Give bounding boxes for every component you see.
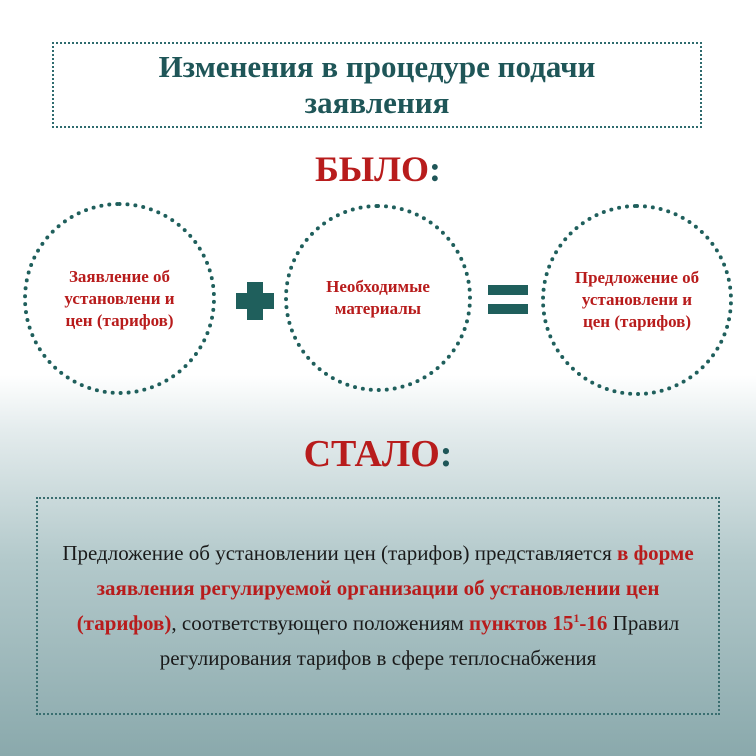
equals-icon — [488, 285, 528, 295]
after-heading-colon: : — [439, 433, 453, 475]
page-title: Изменения в процедуре подачи заявления — [158, 49, 596, 120]
after-text-part3: Правил регулирования тарифов в сфере теп… — [159, 611, 680, 670]
after-description-box: Предложение об установлении цен (тарифов… — [36, 497, 720, 715]
circle-proposal: Предложение об установлени и цен (тарифо… — [541, 204, 733, 396]
after-text-part2: , соответствующего положениям — [171, 611, 470, 635]
after-text-part1: Предложение об установлении цен (тарифов… — [62, 541, 618, 565]
circle-application: Заявление об установлени и цен (тарифов) — [23, 202, 216, 395]
after-highlight-points: пунктов 151-16 — [469, 611, 607, 635]
circle-materials: Необходимые материалы — [284, 204, 472, 392]
after-highlight-points-sup: 1 — [573, 611, 580, 625]
after-description: Предложение об установлении цен (тарифов… — [58, 536, 698, 676]
circle-application-text: Заявление об установлени и цен (тарифов) — [64, 266, 175, 330]
before-heading: БЫЛО: — [0, 148, 756, 190]
after-highlight-points-post: -16 — [579, 611, 608, 635]
after-highlight-form: в форме заявления регулируемой организац… — [76, 541, 694, 635]
circle-proposal-text: Предложение об установлени и цен (тарифо… — [574, 268, 700, 331]
after-heading-label: СТАЛО — [303, 433, 440, 475]
before-heading-colon: : — [428, 149, 441, 189]
plus-icon-bar — [236, 293, 274, 309]
before-heading-label: БЫЛО — [315, 149, 429, 189]
circle-materials-text: Необходимые материалы — [326, 277, 430, 318]
after-highlight-points-pre: пунктов 15 — [469, 611, 574, 635]
equals-icon-bar — [488, 304, 528, 314]
title-box: Изменения в процедуре подачи заявления — [52, 42, 702, 128]
after-heading: СТАЛО: — [0, 432, 756, 476]
